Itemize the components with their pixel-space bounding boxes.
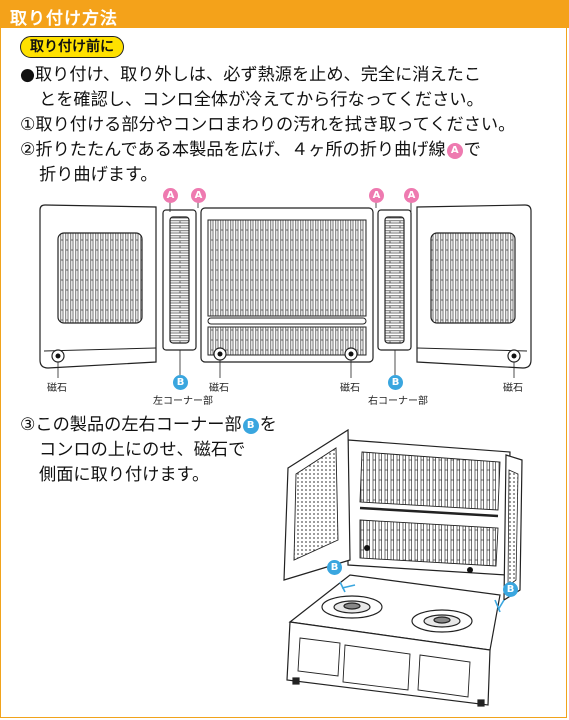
before-install-badge: 取り付け前に: [20, 36, 124, 58]
right-corner-label: 右コーナー部: [368, 396, 428, 407]
magnet-icon: [364, 545, 370, 551]
right-end-panel-grille: [430, 232, 516, 324]
step-3-line-1-tail: を: [259, 415, 277, 435]
fold-marker-a: A: [163, 188, 178, 203]
fold-line-a-marker: A: [446, 143, 463, 159]
magnet-label: 磁石: [47, 383, 67, 394]
magnet-icon: [467, 567, 473, 573]
step-2-line-2: 折り曲げます。: [39, 165, 158, 185]
left-corner-arrow: [341, 584, 356, 589]
corner-marker-b: B: [173, 375, 188, 390]
corner-marker-b: B: [388, 375, 403, 390]
bullet-1-line-1: ●取り付け、取り外しは、必ず熱源を止め、完全に消えたこ: [20, 65, 482, 85]
step-2-line-1-tail: で: [463, 140, 481, 160]
fold-marker-a: A: [404, 188, 419, 203]
step-3-line-1-text: ③この製品の左右コーナー部: [20, 415, 242, 435]
corner-marker-b: B: [503, 582, 518, 597]
corner-b-marker: B: [242, 418, 259, 434]
fold-marker-a: A: [369, 188, 384, 203]
section-title: 取り付け方法: [10, 9, 118, 29]
fold-marker-a: A: [191, 188, 206, 203]
step-3-line-3: 側面に取り付けます。: [39, 465, 210, 485]
corner-marker-b: B: [327, 560, 342, 575]
bullet-1-line-2: とを確認し、コンロ全体が冷えてから行なってください。: [39, 90, 484, 110]
magnet-label: 磁石: [340, 383, 360, 394]
left-corner-label: 左コーナー部: [153, 396, 213, 407]
magnet-label: 磁石: [503, 383, 523, 394]
step-2-line-1-text: ②折りたたんである本製品を広げ、４ヶ所の折り曲げ線: [20, 140, 446, 160]
step-3-line-2: コンロの上にのせ、磁石で: [39, 440, 246, 460]
step-1-text: ①取り付ける部分やコンロまわりの汚れを拭き取ってください。: [20, 115, 516, 135]
magnet-label: 磁石: [209, 383, 229, 394]
section-header: 取り付け方法: [0, 0, 569, 29]
left-end-panel-grille: [57, 232, 143, 324]
